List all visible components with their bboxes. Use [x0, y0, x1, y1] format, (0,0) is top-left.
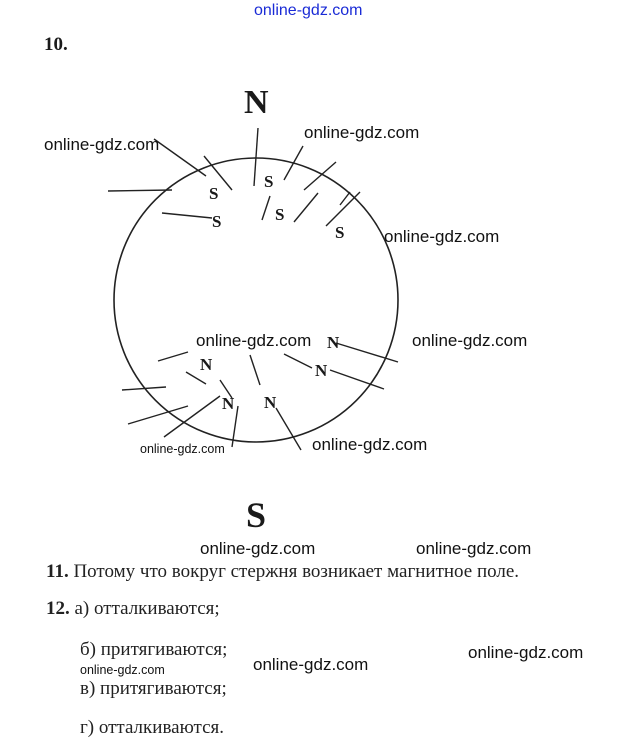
needle-n-label-1: N — [200, 355, 213, 374]
task-12-item: а) отталкиваются; — [74, 598, 220, 619]
pole-north-label: N — [244, 84, 269, 121]
pole-south-label: S — [246, 495, 267, 535]
needle-n-label-5: N — [264, 393, 277, 412]
watermark: online-gdz.com — [80, 663, 165, 677]
needle-s-label-5: S — [335, 223, 344, 242]
watermark: online-gdz.com — [44, 135, 160, 154]
needle-s-label-1: S — [209, 184, 218, 203]
watermark: online-gdz.com — [200, 539, 316, 558]
task-11-text: Потому что вокруг стержня возникает магн… — [73, 561, 520, 582]
watermark: online-gdz.com — [468, 643, 584, 662]
watermark: online-gdz.com — [253, 655, 369, 674]
needle-s-label-3: S — [212, 212, 221, 231]
compass-circle — [113, 157, 399, 443]
task-12-item: б) притягиваются; — [80, 639, 228, 660]
watermark: online-gdz.com — [304, 123, 420, 142]
watermark: online-gdz.com — [412, 331, 528, 350]
needle-s-label-2: S — [264, 172, 273, 191]
needle-s-label-4: S — [275, 205, 284, 224]
task-10-number: 10. — [44, 34, 68, 55]
watermark: online-gdz.com — [416, 539, 532, 558]
compass-needles — [107, 127, 399, 451]
task-12-item: в) притягиваются; — [80, 678, 227, 699]
task-12-item: г) отталкиваются. — [80, 717, 224, 738]
watermark: online-gdz.com — [384, 227, 500, 246]
task-12-number: 12. — [46, 598, 70, 619]
header-watermark: online-gdz.com — [254, 2, 363, 19]
watermark: online-gdz.com — [196, 331, 312, 350]
needle-n-label-4: N — [222, 394, 235, 413]
needle-n-label-2: N — [327, 333, 340, 352]
needle-n-label-3: N — [315, 361, 328, 380]
watermark: online-gdz.com — [312, 435, 428, 454]
task-11-number: 11. — [46, 561, 69, 582]
task-11-line: 11. Потому что вокруг стержня возникает … — [46, 561, 519, 583]
task-12-line-a: 12. а) отталкиваются; — [46, 598, 220, 620]
watermark: online-gdz.com — [140, 442, 225, 456]
